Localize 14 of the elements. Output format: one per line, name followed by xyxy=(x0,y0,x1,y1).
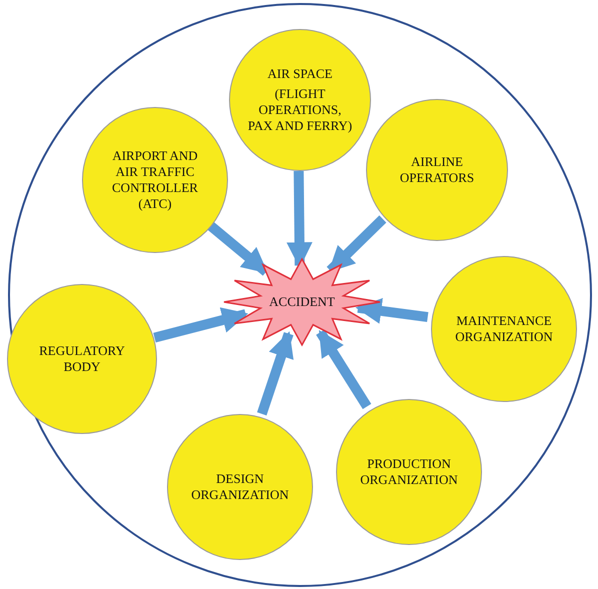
node-label: ACCIDENT xyxy=(269,294,335,310)
node-label: REGULATORY BODY xyxy=(38,343,126,375)
node-label: AIRPORT AND AIR TRAFFIC CONTROLLER (ATC) xyxy=(111,148,199,212)
node-label: DESIGN ORGANIZATION xyxy=(190,471,290,503)
node-label: PRODUCTION ORGANIZATION xyxy=(359,456,459,488)
node-label: AIRLINE OPERATORS xyxy=(398,154,476,186)
arrow xyxy=(355,298,428,324)
arrow xyxy=(153,307,248,343)
node-label: MAINTENANCE ORGANIZATION xyxy=(454,313,554,345)
arrow xyxy=(257,331,294,416)
node-label: (FLIGHT OPERATIONS, PAX AND FERRY) xyxy=(246,86,354,134)
arrow xyxy=(316,330,372,410)
arrow xyxy=(286,170,312,268)
node-label: AIR SPACE xyxy=(268,66,332,82)
